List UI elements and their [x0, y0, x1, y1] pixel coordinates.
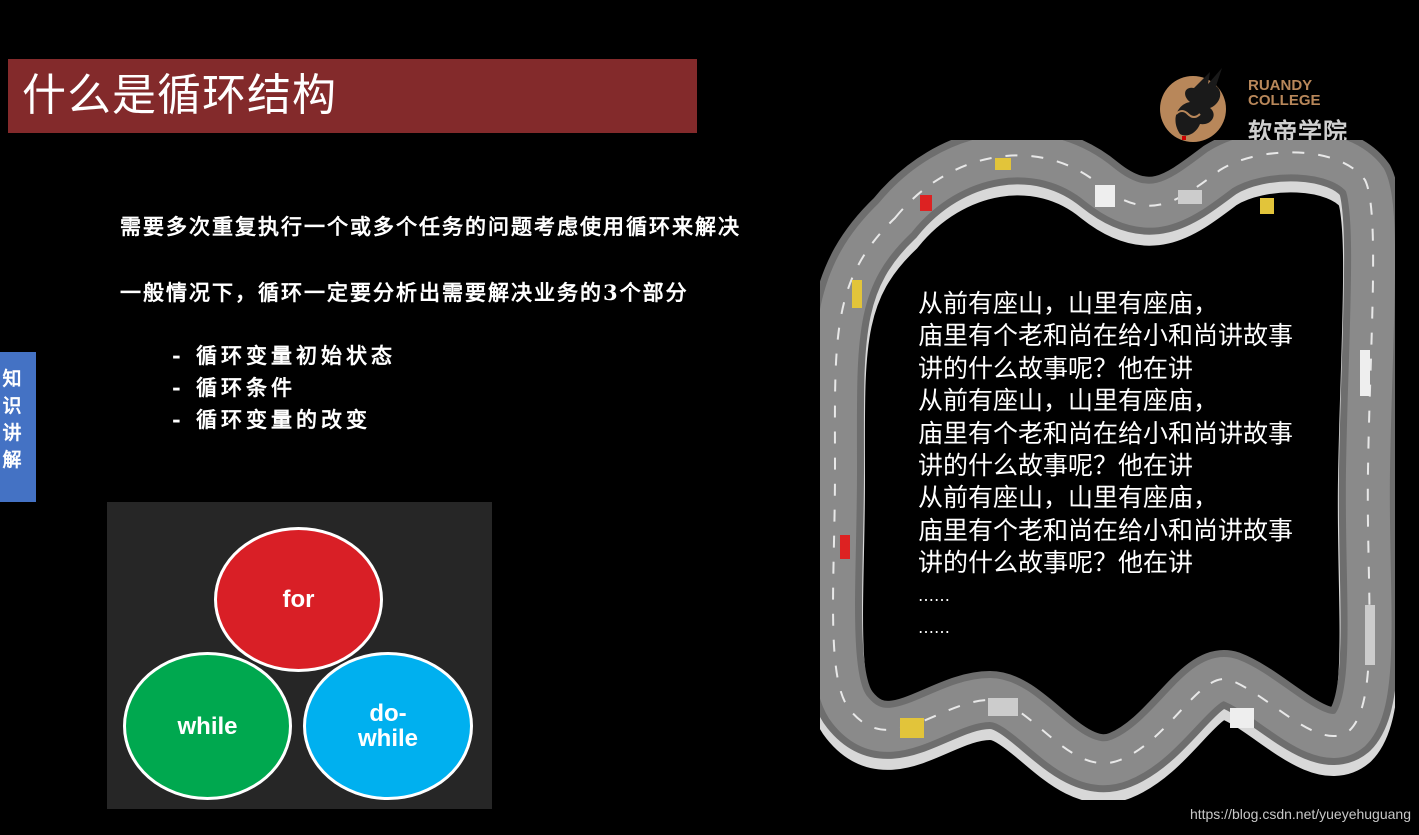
side-tab-char: 讲 — [2, 422, 22, 444]
loop-types-diagram: for while do- while — [107, 502, 492, 809]
truck-icon — [1095, 185, 1115, 207]
story-line: 从前有座山，山里有座庙， — [918, 289, 1219, 318]
car-icon — [1260, 198, 1274, 214]
while-label: while — [177, 712, 238, 740]
car-icon — [995, 158, 1011, 170]
story-line: 讲的什么故事呢？他在讲 — [918, 451, 1194, 481]
story-line: 从前有座山，山里有座庙， — [918, 386, 1219, 416]
car-icon — [900, 718, 924, 738]
dragon-icon — [1160, 68, 1226, 142]
bullet-list: - 循环变量初始状态 - 循环条件 - 循环变量的改变 — [172, 340, 396, 436]
story-text: 从前有座山，山里有座庙， 庙里有个老和尚在给小和尚讲故事 讲的什么故事呢？他在讲… — [918, 288, 1293, 644]
for-label: for — [282, 586, 315, 613]
bullet-item: - 循环条件 — [172, 375, 297, 400]
story-line: 讲的什么故事呢？他在讲 — [918, 353, 1194, 383]
car-icon — [852, 280, 862, 308]
side-tab-char: 知 — [2, 368, 22, 390]
do-while-circle: do- while — [303, 652, 473, 800]
car-icon — [840, 535, 850, 559]
side-tab-char: 识 — [2, 395, 22, 417]
do-while-line-2: while — [357, 725, 418, 752]
page-title: 什么是循环结构 — [22, 70, 337, 121]
paragraph-1: 需要多次重复执行一个或多个任务的问题考虑使用循环来解决 — [120, 214, 741, 239]
car-icon — [1178, 190, 1202, 204]
story-line: 庙里有个老和尚在给小和尚讲故事 — [918, 321, 1294, 351]
car-icon — [920, 195, 932, 211]
story-line: 从前有座山，山里有座庙， — [918, 483, 1219, 513]
watermark: https://blog.csdn.net/yueyehuguang — [1189, 806, 1411, 822]
title-bar: 什么是循环结构 — [8, 59, 697, 133]
story-line: 庙里有个老和尚在给小和尚讲故事 — [918, 418, 1294, 448]
truck-icon — [1360, 350, 1370, 396]
for-circle: for — [214, 527, 383, 672]
do-while-label: do- while — [358, 701, 418, 751]
story-line: 庙里有个老和尚在给小和尚讲故事 — [918, 515, 1294, 545]
story-line: …… — [918, 618, 950, 638]
car-icon — [988, 698, 1018, 716]
truck-icon — [1230, 708, 1254, 728]
logo: RUANDY COLLEGE 软帝学院 — [1160, 64, 1385, 148]
bullet-item: - 循环变量的改变 — [172, 407, 372, 432]
truck-icon — [1365, 605, 1375, 665]
road-loop-illustration — [820, 140, 1395, 800]
side-tab-knowledge[interactable]: 知 识 讲 解 — [0, 352, 36, 502]
story-line: 讲的什么故事呢？他在讲 — [918, 548, 1194, 578]
while-circle: while — [123, 652, 292, 800]
bullet-item: - 循环变量初始状态 — [172, 343, 397, 368]
do-while-line-1: do- — [369, 700, 407, 727]
story-line: …… — [918, 585, 950, 605]
logo-line-1: RUANDY — [1248, 77, 1313, 94]
side-tab-char: 解 — [2, 449, 22, 471]
logo-text-en: RUANDY COLLEGE — [1248, 78, 1321, 108]
paragraph-2: 一般情况下，循环一定要分析出需要解决业务的3个部分 — [120, 280, 689, 305]
logo-line-2: COLLEGE — [1248, 92, 1321, 109]
